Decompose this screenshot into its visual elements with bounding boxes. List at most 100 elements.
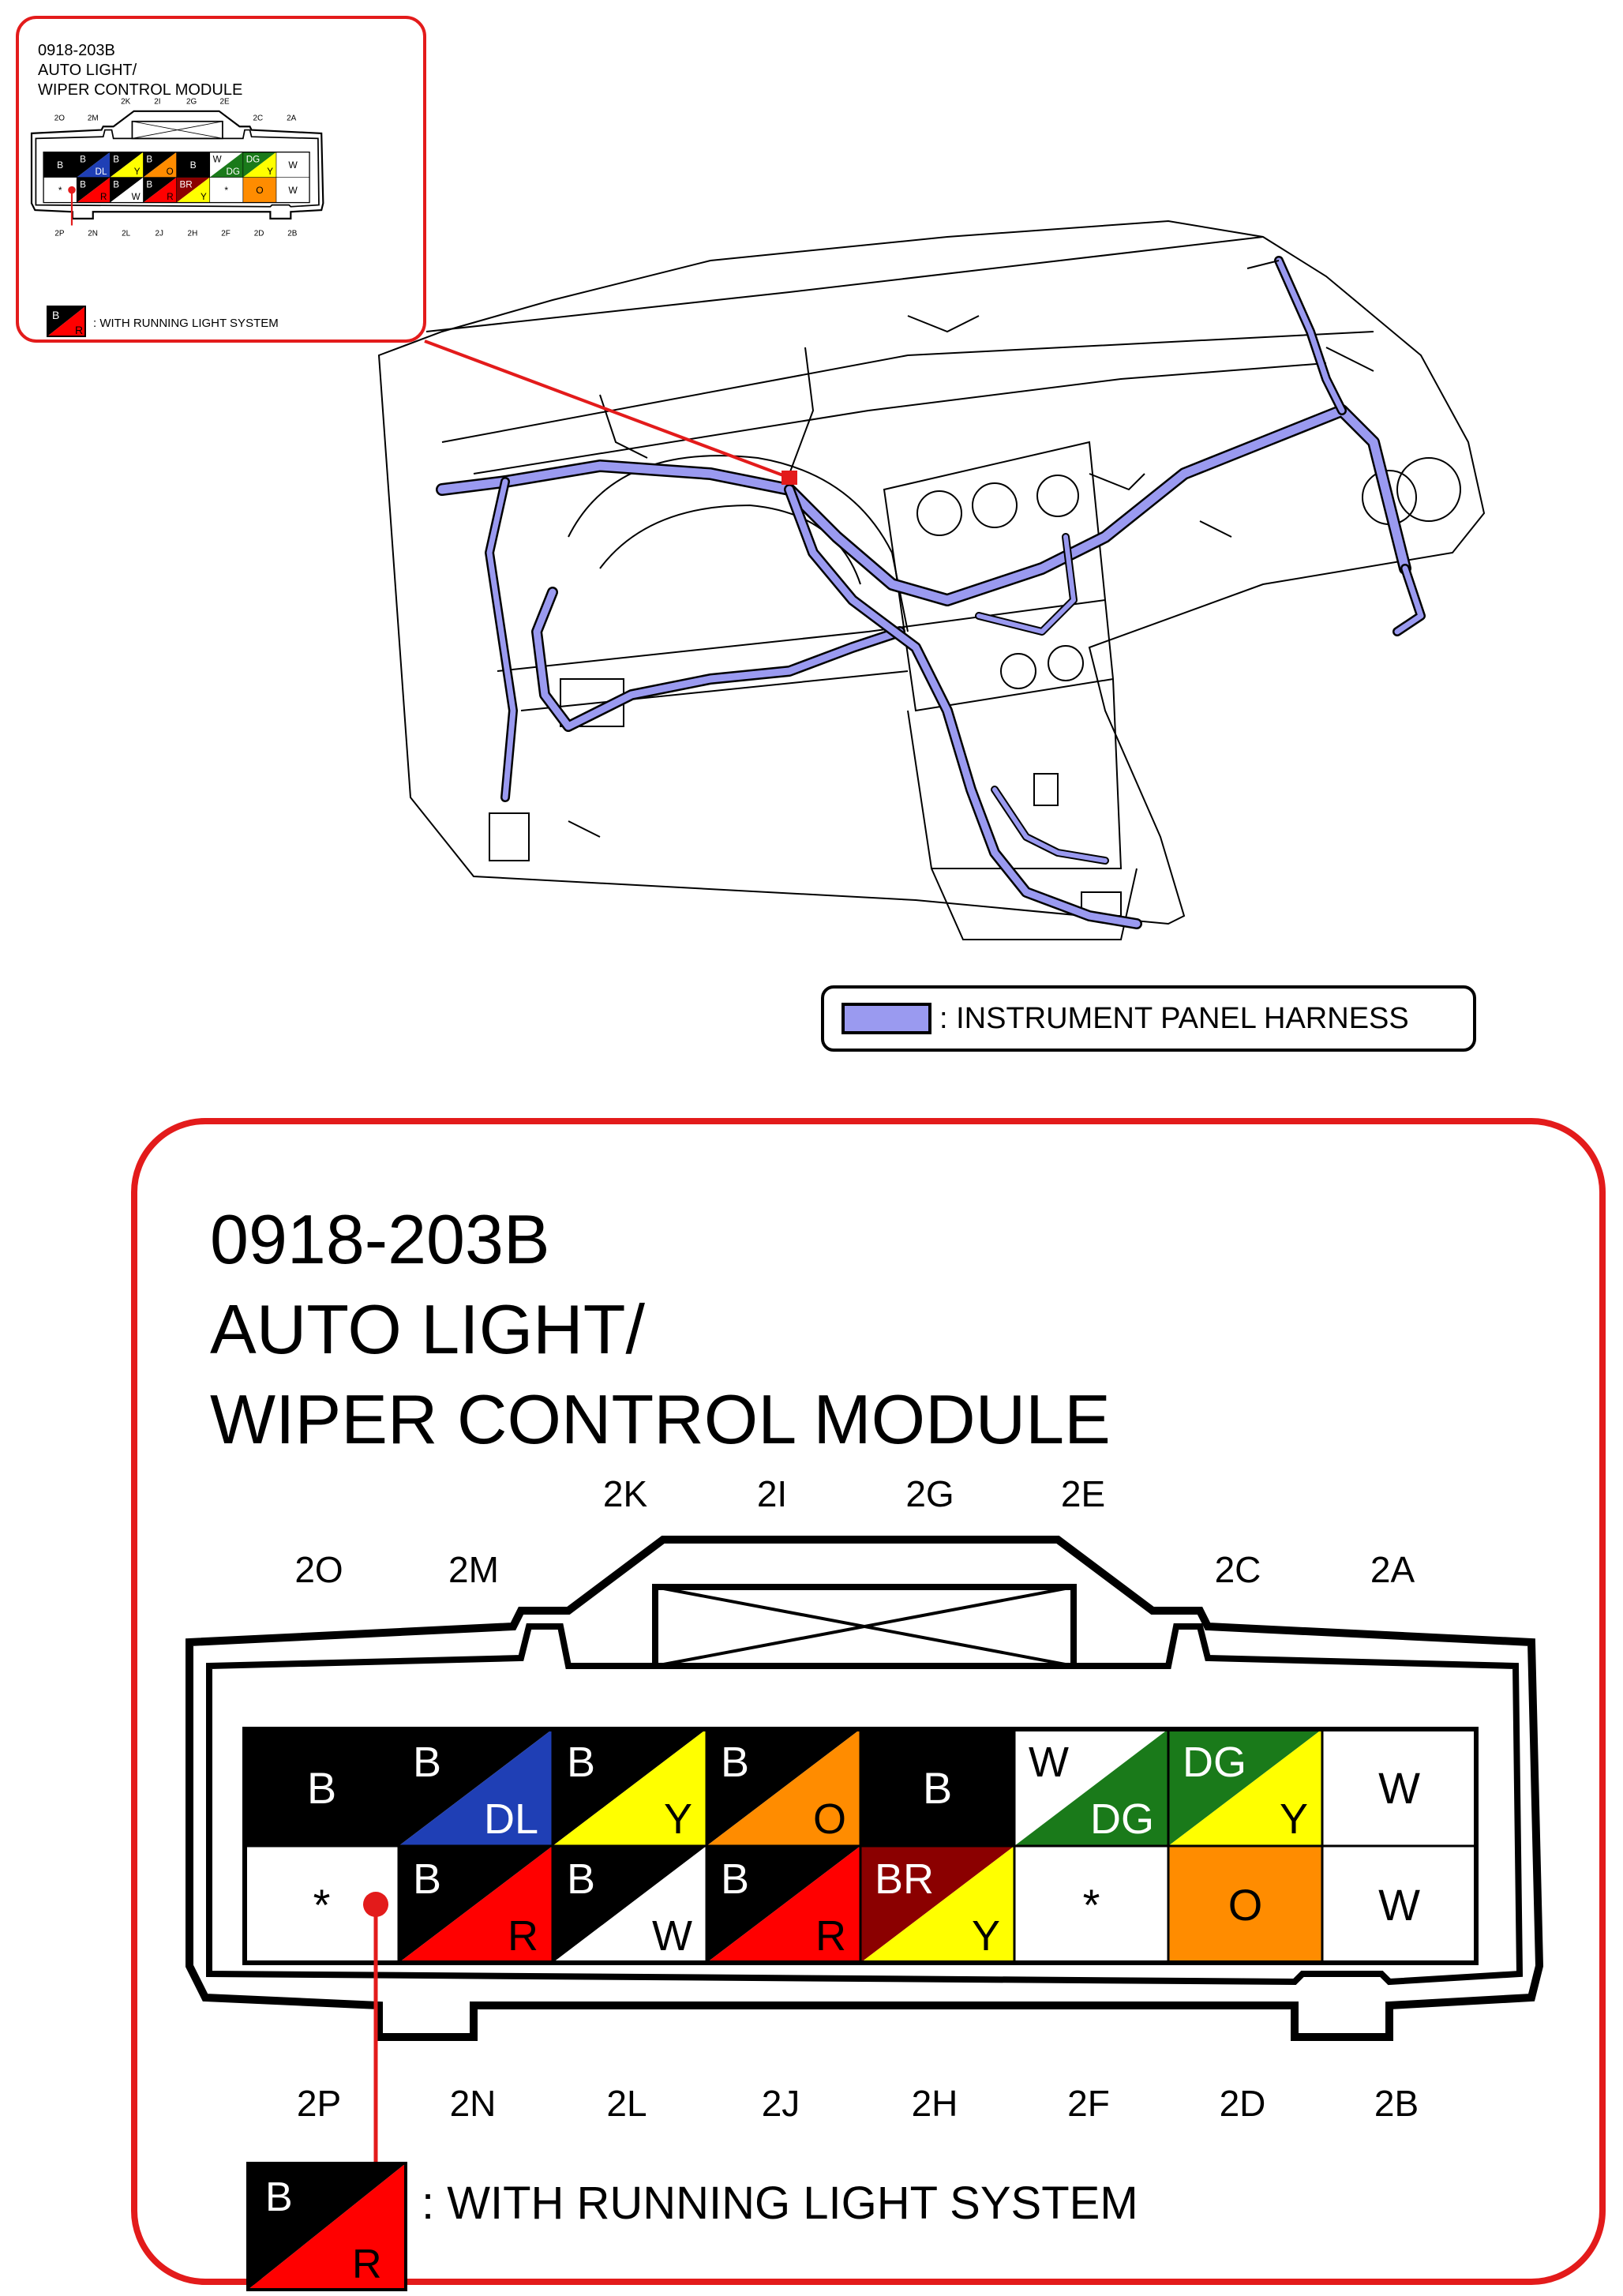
connector-inset-small: 0918-203B AUTO LIGHT/ WIPER CONTROL MODU… <box>16 16 426 343</box>
pin-label-upper: 2C <box>1215 1549 1261 1590</box>
pin-1-6-color: O <box>1228 1880 1263 1930</box>
pin-0-5-color-b: DG <box>1090 1795 1154 1843</box>
pin-1-2-color-a: B <box>567 1855 595 1903</box>
pin-1-3-color-a: B <box>721 1855 749 1903</box>
pin-1-2-color-a: B <box>113 180 119 190</box>
pin-label-bottom: 2J <box>762 2083 800 2124</box>
pin-label-bottom: 2B <box>287 229 298 238</box>
connector-inset-large: 0918-203B AUTO LIGHT/ WIPER CONTROL MODU… <box>131 1118 1606 2291</box>
pin-1-4-color-a: BR <box>179 180 192 190</box>
small-connector-name-line2: WIPER CONTROL MODULE <box>38 81 242 99</box>
pin-label-bottom: 2D <box>1220 2083 1266 2124</box>
pin-0-6-color-a: DG <box>246 155 260 165</box>
pin-0-4 <box>860 1729 1014 1846</box>
pin-1-3-color-b: R <box>815 1912 846 1960</box>
pin-0-3-color-b: O <box>813 1795 846 1843</box>
pin-0-3-color-b: O <box>167 167 174 177</box>
pin-label-upper: 2C <box>253 114 264 122</box>
pin-1-1-color-a: B <box>413 1855 441 1903</box>
pin-label-bottom: 2H <box>188 229 198 238</box>
pin-0-1-color-b: DL <box>484 1795 538 1843</box>
pin-label-bottom: 2N <box>450 2083 497 2124</box>
pin-1-1-color-a: B <box>80 180 86 190</box>
pin-label-top: 2G <box>186 98 197 107</box>
thin-wires <box>568 260 1374 838</box>
pin-1-6 <box>242 177 276 203</box>
pin-1-5 <box>1014 1846 1168 1963</box>
pin-label-top: 2K <box>603 1473 648 1514</box>
pin-label-bottom: 2H <box>912 2083 958 2124</box>
connector-housing-inner <box>206 1623 1524 1986</box>
pin-1-4-color-b: Y <box>972 1912 1000 1960</box>
pin-1-4-color-a: BR <box>875 1855 934 1903</box>
pin-1-4-stripe <box>176 177 210 203</box>
pin-label-bottom: 2D <box>254 229 264 238</box>
pin-0-0 <box>245 1729 399 1846</box>
pin-1-0-color: * <box>313 1880 331 1930</box>
latch-cross-line-2 <box>654 1585 1074 1668</box>
pin-label-upper: 2A <box>287 114 297 122</box>
pin-0-3-stripe <box>143 152 177 178</box>
pin-0-6-color-b: Y <box>267 167 273 177</box>
connector-code: 0918-203B <box>210 1200 550 1278</box>
small-connector-code: 0918-203B <box>38 42 115 59</box>
pin-1-5-color: * <box>224 185 228 196</box>
pin-label-top: 2K <box>121 98 131 107</box>
pin-1-7-color: W <box>1378 1880 1420 1930</box>
instrument-panel-drawing <box>377 219 1486 940</box>
pin-0-4-color: B <box>923 1763 952 1813</box>
pin-label-bottom: 2N <box>88 229 98 238</box>
pin-label-upper: 2A <box>1370 1549 1415 1590</box>
small-note-text: : WITH RUNNING LIGHT SYSTEM <box>93 317 279 330</box>
small-note: B R : WITH RUNNING LIGHT SYSTEM <box>47 306 279 337</box>
pin-0-2-stripe <box>553 1729 707 1846</box>
connector-housing-inner <box>35 129 320 208</box>
pin-0-7 <box>275 152 310 178</box>
pin-1-1-color-b: R <box>508 1912 538 1960</box>
pin-0-3-color-a: B <box>721 1739 749 1786</box>
legend-harness-label: : INSTRUMENT PANEL HARNESS <box>939 1002 1409 1035</box>
pin-0-0-color: B <box>57 159 63 171</box>
pin-1-2-stripe <box>110 177 144 203</box>
pin-0-4-color: B <box>190 159 197 171</box>
pin-1-4-stripe <box>860 1846 1014 1963</box>
small-note-swatch-bottom: R <box>75 324 83 336</box>
pin-0-3-stripe <box>707 1729 860 1846</box>
pin-0-2-color-b: Y <box>134 167 141 177</box>
pin-0-1-color-a: B <box>413 1739 441 1786</box>
small-running-light-dot <box>68 186 76 194</box>
pin-label-bottom: 2P <box>54 229 65 238</box>
pin-label-bottom: 2J <box>156 229 164 238</box>
pin-0-1-stripe <box>399 1729 553 1846</box>
latch-cross-line-2 <box>132 121 223 139</box>
pin-1-1-stripe <box>77 177 111 203</box>
pin-0-6-color-a: DG <box>1183 1739 1246 1786</box>
pin-label-bottom: 2B <box>1374 2083 1419 2124</box>
pin-label-bottom: 2F <box>1067 2083 1110 2124</box>
pin-1-5-color: * <box>1083 1880 1100 1930</box>
pin-0-6-stripe <box>1168 1729 1322 1846</box>
pin-0-5-stripe <box>1014 1729 1168 1846</box>
pin-1-3-stripe <box>143 177 177 203</box>
pin-0-3-color-a: B <box>146 155 152 165</box>
pin-0-6-stripe <box>242 152 276 178</box>
note-swatch-bottom: R <box>352 2242 382 2287</box>
pin-0-0-color: B <box>307 1763 336 1813</box>
pin-1-2-color-b: W <box>652 1912 692 1960</box>
pin-label-upper: 2M <box>448 1549 499 1590</box>
pin-label-upper: 2O <box>294 1549 343 1590</box>
note-text: : WITH RUNNING LIGHT SYSTEM <box>422 2178 1138 2229</box>
pin-label-bottom: 2P <box>297 2083 341 2124</box>
pin-1-7-color: W <box>288 185 298 196</box>
legend-harness-swatch <box>841 1003 931 1034</box>
pin-1-1-stripe <box>399 1846 553 1963</box>
pin-label-top: 2I <box>757 1473 787 1514</box>
pin-label-upper: 2M <box>88 114 99 122</box>
pin-1-3-stripe <box>707 1846 860 1963</box>
pin-0-7 <box>1322 1729 1476 1846</box>
pin-1-7 <box>275 177 310 203</box>
running-light-note: B R : WITH RUNNING LIGHT SYSTEM <box>246 2162 1138 2291</box>
